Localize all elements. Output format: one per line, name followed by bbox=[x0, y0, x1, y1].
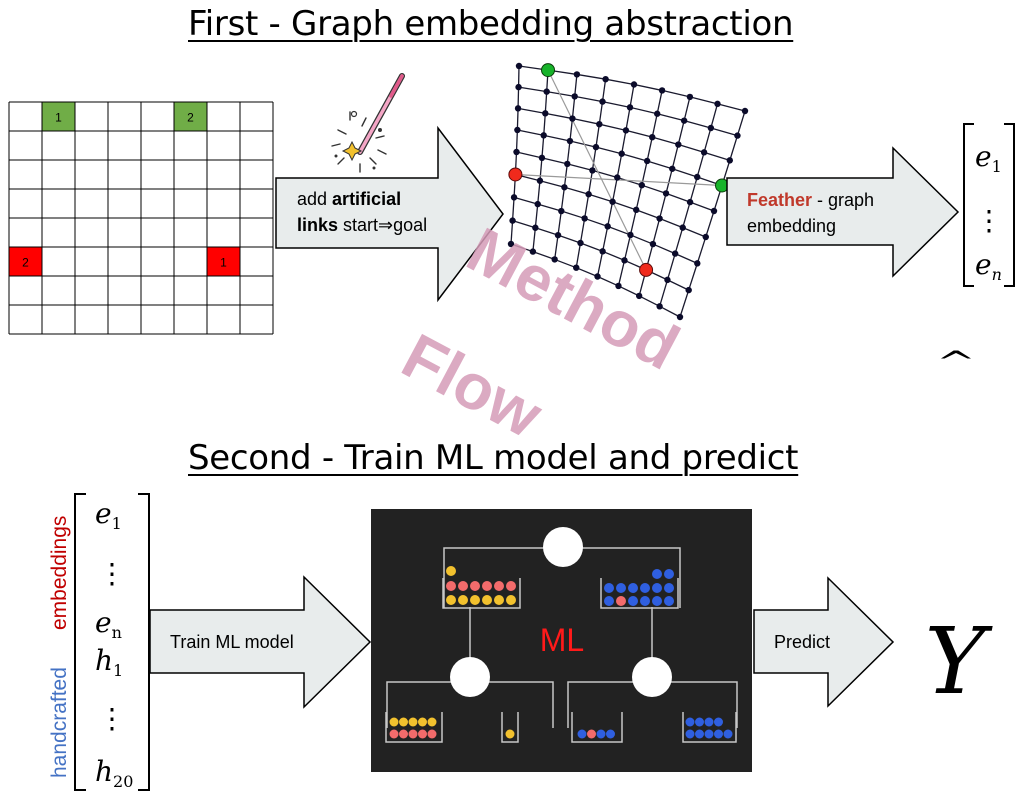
vector-entry: h1 bbox=[95, 644, 123, 680]
grid-cell-highlight bbox=[42, 102, 75, 131]
vector-entry-e1: e1 bbox=[975, 140, 1002, 176]
grid-cell-highlight bbox=[174, 102, 207, 131]
vector-dots-1: ⋮ bbox=[975, 204, 1003, 237]
feather-label-line2: embedding bbox=[747, 216, 836, 236]
section-title-second: Second - Train ML model and predict bbox=[188, 438, 799, 478]
vector-entry: h20 bbox=[95, 755, 133, 791]
grid-cell-label: 2 bbox=[22, 256, 29, 270]
start-node bbox=[639, 262, 654, 277]
vector-entry: e1 bbox=[95, 497, 122, 533]
embeddings-label: embeddings bbox=[48, 516, 71, 630]
train-model-label: Train ML model bbox=[170, 632, 294, 652]
feature-side-labels: handcrafted embeddings bbox=[48, 516, 71, 778]
prediction-output: ^ Y bbox=[925, 346, 994, 715]
tree-right-node bbox=[632, 657, 672, 697]
train-model-arrow: Train ML model bbox=[149, 575, 372, 709]
feather-embedding-arrow: Feather - graph embedding bbox=[726, 146, 960, 278]
section-title-first: First - Graph embedding abstraction bbox=[188, 4, 794, 44]
vector-entry: en bbox=[95, 606, 122, 642]
output-hat: ^ bbox=[936, 346, 976, 379]
sample-balls bbox=[389, 566, 733, 739]
grid-cell-highlight bbox=[207, 247, 240, 276]
grid-cell-label: 2 bbox=[187, 111, 194, 125]
tree-left-node bbox=[450, 657, 490, 697]
grid-cell-label: 1 bbox=[220, 256, 227, 270]
vector-dots: ⋮ bbox=[98, 702, 126, 735]
add-links-arrow: add artificial links start⇒goal bbox=[275, 125, 504, 303]
add-links-label-line2: links start⇒goal bbox=[297, 215, 427, 235]
output-y: Y bbox=[925, 608, 994, 715]
grid-cell-highlight bbox=[9, 247, 42, 276]
vector-entry-en: en bbox=[975, 248, 1002, 284]
watermark-flow: Flow bbox=[391, 320, 554, 452]
tree-root-node bbox=[543, 527, 583, 567]
ml-decision-tree-panel: ML bbox=[371, 509, 752, 772]
start-node bbox=[508, 167, 523, 182]
feather-label-line1: Feather - graph bbox=[747, 190, 874, 210]
predict-arrow: Predict bbox=[753, 576, 895, 708]
method-flow-watermark: Method Flow bbox=[391, 213, 691, 451]
predict-label: Predict bbox=[774, 632, 830, 652]
add-links-label-line1: add artificial bbox=[297, 189, 401, 209]
handcrafted-label: handcrafted bbox=[48, 667, 71, 778]
grid-map: 1 2 2 1 bbox=[8, 101, 274, 335]
lattice-graph bbox=[507, 62, 749, 321]
vector-dots: ⋮ bbox=[98, 557, 126, 590]
ml-label: ML bbox=[540, 622, 584, 658]
magic-wand-icon bbox=[331, 73, 405, 173]
goal-node bbox=[541, 63, 556, 78]
embedding-vector-top: e1 ⋮ en bbox=[963, 123, 1015, 287]
grid-cell-label: 1 bbox=[55, 111, 62, 125]
lattice-edges bbox=[510, 65, 746, 318]
